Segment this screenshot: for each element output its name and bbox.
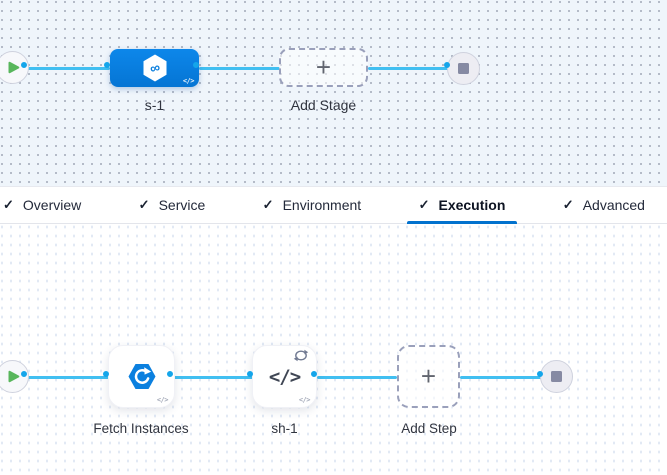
execution-end-node — [540, 360, 573, 393]
port — [104, 62, 110, 68]
tab-advanced[interactable]: ✓ Advanced — [563, 187, 645, 223]
edge — [317, 375, 397, 379]
step-node-sh1[interactable]: </> </> — [252, 345, 317, 408]
tab-label: Service — [158, 197, 206, 213]
step-label-sh1: sh-1 — [271, 421, 298, 436]
stage-config-tabbar: ✓ Overview ✓ Service ✓ Environment ✓ Exe… — [0, 186, 667, 224]
check-icon: ✓ — [262, 197, 274, 212]
tab-label: Advanced — [582, 197, 645, 213]
edge — [368, 66, 450, 70]
edge — [173, 375, 253, 379]
loop-strategy-icon — [293, 349, 309, 367]
hexagon-refresh-icon — [128, 364, 155, 389]
add-step-label: Add Step — [401, 421, 457, 436]
port — [21, 371, 27, 377]
check-icon: ✓ — [562, 197, 574, 212]
code-badge-icon: </> — [298, 396, 311, 404]
port — [103, 371, 109, 377]
tab-label: Environment — [282, 197, 362, 213]
code-badge-icon: </> — [182, 77, 195, 85]
tab-execution[interactable]: ✓ Execution — [406, 187, 518, 224]
edge — [27, 375, 109, 379]
check-icon: ✓ — [3, 197, 14, 212]
step-label-fetch-instances: Fetch Instances — [93, 421, 189, 436]
play-icon — [8, 61, 20, 74]
port — [193, 62, 199, 68]
add-stage-label: Add Stage — [290, 97, 357, 113]
edge — [199, 66, 280, 70]
edge — [27, 66, 110, 70]
stage-canvas[interactable]: ∞ </> + s-1 Add Stage — [0, 0, 667, 186]
add-step-button[interactable]: + — [397, 345, 460, 408]
port — [167, 371, 173, 377]
play-icon — [8, 370, 20, 383]
active-tab-underline — [406, 221, 518, 224]
check-icon: ✓ — [418, 197, 430, 212]
tab-label: Execution — [438, 197, 506, 213]
port — [537, 371, 543, 377]
tab-service[interactable]: ✓ Service — [139, 187, 206, 223]
edge — [460, 375, 543, 379]
plus-icon: + — [315, 51, 332, 82]
svg-text:∞: ∞ — [148, 59, 162, 77]
stop-icon — [458, 63, 469, 74]
stage-node-s1[interactable]: ∞ </> — [110, 49, 199, 87]
code-badge-icon: </> — [156, 396, 169, 404]
plus-icon: + — [420, 360, 437, 391]
execution-canvas[interactable]: </> </> </> + Fetch Instances sh — [0, 224, 667, 475]
stop-icon — [551, 371, 562, 382]
tab-label: Overview — [22, 197, 82, 213]
port — [311, 371, 317, 377]
tab-environment[interactable]: ✓ Environment — [263, 187, 362, 223]
stage-label: s-1 — [144, 97, 165, 113]
port — [21, 62, 27, 68]
hexagon-infinity-icon: ∞ — [143, 54, 166, 82]
code-icon: </> — [268, 365, 301, 388]
port — [247, 371, 253, 377]
check-icon: ✓ — [138, 197, 150, 212]
add-stage-button[interactable]: + — [279, 48, 368, 87]
pipeline-end-node — [447, 52, 480, 85]
step-node-fetch-instances[interactable]: </> — [108, 345, 175, 408]
port — [444, 62, 450, 68]
tab-overview[interactable]: ✓ Overview — [3, 187, 81, 223]
